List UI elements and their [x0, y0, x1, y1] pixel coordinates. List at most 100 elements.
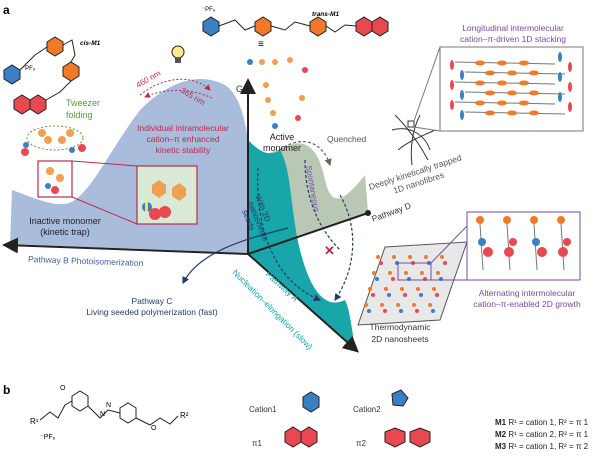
sheet-unit [364, 303, 368, 307]
sheet-unit [396, 303, 400, 307]
m3-name: M3 [495, 442, 507, 451]
spontaneous-path [304, 159, 341, 251]
pyridinium-structure [302, 391, 320, 413]
sheet-unit [376, 255, 380, 259]
end-group [568, 82, 572, 92]
cation1-label: Cation1 [249, 405, 277, 414]
growth-unit [503, 216, 511, 224]
sheet-unit [388, 271, 392, 275]
azobenzene-unit [519, 80, 529, 86]
r1-label: R¹ [30, 417, 39, 426]
pathway-d-axis [247, 212, 369, 255]
tweezer-line-2: folding [66, 110, 93, 120]
azobenzene-unit [529, 110, 539, 116]
pi1-label: π1 [252, 439, 263, 448]
quenched-arrow [279, 141, 332, 167]
m2-name: M2 [495, 430, 507, 439]
g-axis-label: G [236, 84, 243, 94]
end-group [558, 92, 562, 102]
end-group [450, 100, 454, 110]
lightbulb-icon [171, 45, 185, 63]
sheet-unit [435, 293, 439, 297]
nanofibres-icon [391, 114, 436, 166]
end-group [558, 52, 562, 62]
sheet-unit [436, 271, 440, 275]
zoom-line-bottom [71, 196, 138, 225]
cis-m1-molecule: ⁻PF₆ [3, 36, 80, 115]
m1-text: R¹ = cation 1, R² = π 1 [508, 418, 588, 427]
growth-unit [504, 247, 514, 257]
nanosheets-line-2: 2D nanosheets [371, 334, 428, 344]
seeded-path [257, 167, 322, 302]
nanosheet-molecules [364, 255, 447, 313]
teal-energy-surface [248, 140, 355, 348]
end-group [558, 72, 562, 82]
growth-unit [532, 238, 540, 246]
cation2-label: Cation2 [353, 405, 381, 414]
sheet-unit [443, 261, 447, 265]
sheet-unit [400, 287, 404, 291]
sheet-unit [383, 309, 387, 313]
nanosheets-line-1: Thermodynamic [370, 322, 432, 332]
azobenzene-unit [485, 90, 495, 96]
sheet-unit [404, 271, 408, 275]
azo-n-2: N [106, 402, 111, 409]
growth-unit [476, 216, 484, 224]
stacking-1d-line-2: cation–π-driven 1D stacking [460, 34, 566, 44]
tweezer-fold-outline [26, 125, 84, 151]
pathway-a-axis [247, 253, 359, 353]
end-group [450, 80, 454, 90]
growth-chain [506, 223, 511, 271]
sheet-unit [416, 287, 420, 291]
definition-m2: M2 R¹ = cation 2, R² = π 1 [495, 430, 589, 439]
end-group [460, 110, 464, 120]
fibre-zoom-line-top [413, 46, 441, 122]
end-group [460, 70, 464, 80]
azobenzene-structure [39, 390, 179, 426]
end-group [450, 60, 454, 70]
zoom-line-top [71, 160, 138, 167]
stacking-1d-detail [450, 52, 572, 120]
quenched-label: Quenched [327, 134, 366, 144]
azobenzene-unit [485, 70, 495, 76]
growth-2d-detail [476, 216, 571, 271]
sheet-unit [431, 309, 435, 313]
pf6-label: ⁻PF₆ [40, 434, 56, 441]
trans-m1-label: trans-M1 [312, 11, 339, 18]
growth-chain [479, 223, 484, 271]
azobenzene-unit [475, 100, 485, 106]
azobenzene-unit [475, 80, 485, 86]
azobenzene-unit [485, 110, 495, 116]
sheet-unit [428, 303, 432, 307]
sheet-unit [368, 287, 372, 291]
growth-unit [558, 247, 568, 257]
azobenzene-unit [497, 60, 507, 66]
active-monomer-line-2: monomer [263, 143, 301, 153]
sheet-unit [419, 293, 423, 297]
azo-n: N [100, 411, 105, 418]
active-monomer-line-1: Active [270, 132, 295, 142]
imidazolium-structure [391, 389, 409, 407]
azobenzene-unit [507, 110, 517, 116]
sheet-unit [412, 303, 416, 307]
kinetic-line-1: Individual intramolecular [137, 123, 229, 133]
tweezer-line-1: Tweezer [66, 98, 100, 108]
zoom-source-box [37, 160, 73, 198]
azobenzene-unit [497, 80, 507, 86]
azobenzene-unit [519, 100, 529, 106]
pathway-c-description: Living seeded polymerization (fast) [86, 307, 218, 317]
growth-unit [563, 238, 571, 246]
folded-monomer [21, 129, 86, 156]
definition-m3: M3 R¹ = cation 1, R² = π 2 [495, 442, 589, 451]
azobenzene-unit [529, 90, 539, 96]
azobenzene-unit [519, 60, 529, 66]
kinetic-line-3: kinetic stability [156, 145, 212, 155]
end-group [568, 102, 572, 112]
sheet-unit [399, 309, 403, 313]
sheet-unit [403, 293, 407, 297]
pathway-d-label: Pathway D [370, 200, 412, 223]
sheet-unit [372, 271, 376, 275]
pathway-b-axis [2, 237, 249, 255]
